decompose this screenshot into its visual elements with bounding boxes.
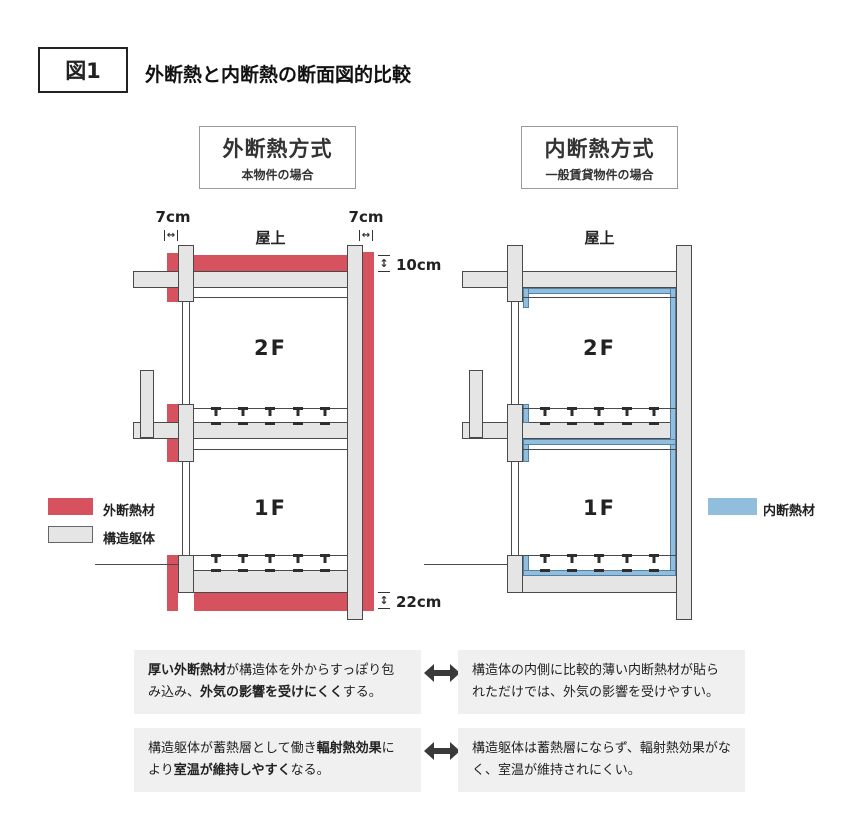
joist-icon — [211, 554, 222, 572]
floor-joists-bottom — [523, 554, 676, 572]
external-insulation-right-wall — [363, 252, 374, 611]
internal-insulation-left-mid-a — [523, 404, 529, 423]
external-insulation-left-lower — [167, 555, 178, 611]
joist-icon — [621, 554, 632, 572]
internal-insulation-ceiling-1f — [523, 439, 676, 445]
joist-icon — [567, 554, 578, 572]
joist-icon — [648, 407, 659, 425]
note-internal-row1: 構造体の内側に比較的薄い内断熱材が貼られただけでは、外気の影響を受けやすい。 — [458, 650, 745, 715]
floor-joists-mid — [194, 407, 347, 425]
floor-joists-mid — [523, 407, 676, 425]
upper-left-wall — [507, 245, 523, 302]
lower-left-wall — [507, 555, 523, 593]
v-measure-icon: ↕ — [378, 592, 390, 609]
roof-slab — [133, 271, 363, 288]
floor2-label-internal: 2F — [583, 336, 616, 360]
joist-icon — [211, 407, 222, 425]
floor-joists-bottom — [194, 554, 347, 572]
compare-arrow-icon — [424, 742, 460, 760]
ground-line — [424, 564, 507, 565]
joist-icon — [319, 554, 330, 572]
external-method-subtitle: 本物件の場合 — [241, 167, 314, 182]
note-external-row1: 厚い外断熱材が構造体を外からすっぽり包み込み、外気の影響を受けにくくする。 — [134, 650, 421, 715]
external-insulation-left-mid-b — [167, 439, 178, 462]
legend-label-internal-insulation: 内断熱材 — [763, 504, 816, 519]
roof-slab — [462, 271, 692, 288]
internal-insulation-ceiling-2f — [523, 288, 676, 294]
ceiling-line-2f — [523, 297, 676, 298]
joist-icon — [540, 554, 551, 572]
internal-method-title: 内断熱方式 — [544, 136, 655, 161]
floor2-label-external: 2F — [254, 336, 287, 360]
legend-swatch-internal-insulation — [708, 498, 757, 515]
joist-icon — [292, 407, 303, 425]
note-internal-row2: 構造躯体は蓄熱層にならず、輻射熱効果がなく、室温が維持されにくい。 — [458, 728, 745, 793]
figure-tag: 図1 — [38, 47, 128, 93]
ground-line — [95, 564, 178, 565]
compare-arrow-icon — [424, 664, 460, 682]
legend-label-external-insulation: 外断熱材 — [103, 504, 156, 519]
external-method-header: 外断熱方式 本物件の場合 — [199, 126, 356, 189]
dim-7cm-left: 7cm — [155, 208, 191, 226]
ceiling-line-2f — [194, 297, 347, 298]
balcony-parapet — [469, 370, 483, 438]
upper-left-wall — [178, 245, 194, 302]
ceiling-line-1f — [523, 449, 676, 450]
figure-title: 外断熱と内断熱の断面図的比較 — [145, 64, 412, 86]
legend-swatch-structure — [48, 526, 93, 543]
balcony-parapet — [140, 370, 154, 438]
right-wall — [676, 245, 692, 620]
joist-icon — [238, 554, 249, 572]
joist-icon — [621, 407, 632, 425]
joist-icon — [265, 407, 276, 425]
joist-icon — [265, 554, 276, 572]
external-method-title: 外断熱方式 — [222, 136, 333, 161]
roof-label-internal: 屋上 — [584, 229, 615, 247]
lower-left-wall — [178, 555, 194, 593]
dim-10cm: 10cm — [396, 256, 442, 274]
joist-icon — [594, 554, 605, 572]
internal-method-header: 内断熱方式 一般賃貸物件の場合 — [521, 126, 678, 189]
joist-icon — [319, 407, 330, 425]
internal-method-subtitle: 一般賃貸物件の場合 — [545, 167, 654, 182]
legend-swatch-external-insulation — [48, 498, 93, 515]
note-external-row2: 構造躯体が蓄熱層として働き輻射熱効果により室温が維持しやすくなる。 — [134, 728, 421, 793]
bottom-floor-slab — [178, 570, 363, 593]
joist-icon — [567, 407, 578, 425]
dim-7cm-right: 7cm — [348, 208, 384, 226]
window-1f — [182, 462, 190, 555]
dim-22cm: 22cm — [396, 593, 442, 611]
joist-icon — [648, 554, 659, 572]
mid-left-wall — [178, 404, 194, 462]
window-1f — [511, 462, 519, 555]
joist-icon — [540, 407, 551, 425]
ceiling-line-1f — [194, 449, 347, 450]
joist-icon — [594, 407, 605, 425]
external-insulation-bottom — [194, 593, 347, 611]
right-wall — [347, 245, 363, 620]
joist-icon — [238, 407, 249, 425]
roof-label-external: 屋上 — [255, 229, 286, 247]
v-measure-icon: ↕ — [378, 255, 390, 272]
h-measure-icon: ↔ — [164, 230, 178, 241]
mid-left-wall — [507, 404, 523, 462]
h-measure-icon: ↔ — [359, 230, 373, 241]
external-insulation-left-mid-a — [167, 404, 178, 422]
internal-insulation-left-upper — [523, 288, 529, 308]
internal-insulation-right-wall — [670, 288, 676, 575]
external-insulation-roof — [194, 255, 347, 271]
joist-icon — [292, 554, 303, 572]
legend-label-structure: 構造躯体 — [103, 532, 156, 547]
floor1-label-internal: 1F — [583, 496, 616, 520]
window-2f — [511, 302, 519, 404]
floor1-label-external: 1F — [254, 496, 287, 520]
window-2f — [182, 302, 190, 404]
